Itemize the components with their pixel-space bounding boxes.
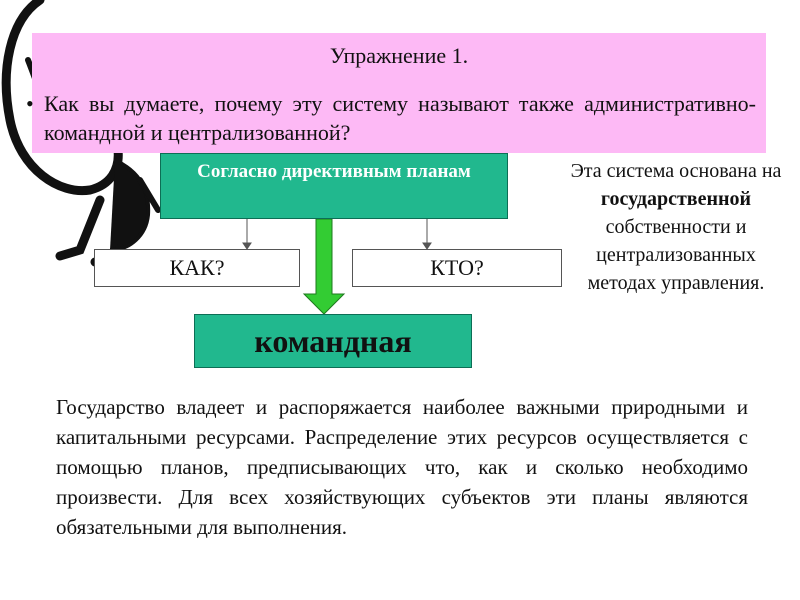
explanation-paragraph: Государство владеет и распоряжается наиб… — [56, 392, 748, 542]
exercise-question: • Как вы думаете, почему эту систему наз… — [32, 89, 756, 147]
thin-arrow-to-who — [423, 219, 431, 249]
exercise-title: Упражнение 1. — [32, 43, 766, 69]
note-bold-word: государственной — [601, 188, 751, 210]
exercise-header: Упражнение 1. • Как вы думаете, почему э… — [32, 33, 766, 153]
big-arrow-to-command — [304, 219, 344, 314]
directive-plans-box: Согласно директивным планам — [160, 153, 508, 219]
command-economy-box: командная — [194, 314, 472, 368]
note-part-1: Эта система основана на — [571, 160, 782, 182]
thin-arrow-to-how — [243, 219, 251, 249]
bullet-icon: • — [26, 89, 34, 118]
how-box: КАК? — [94, 249, 300, 287]
system-description-note: Эта система основана на государственной … — [565, 157, 787, 297]
exercise-question-text: Как вы думаете, почему эту систему назыв… — [32, 89, 756, 147]
who-box: КТО? — [352, 249, 562, 287]
note-part-2: собственности и централизованных методах… — [588, 216, 765, 294]
